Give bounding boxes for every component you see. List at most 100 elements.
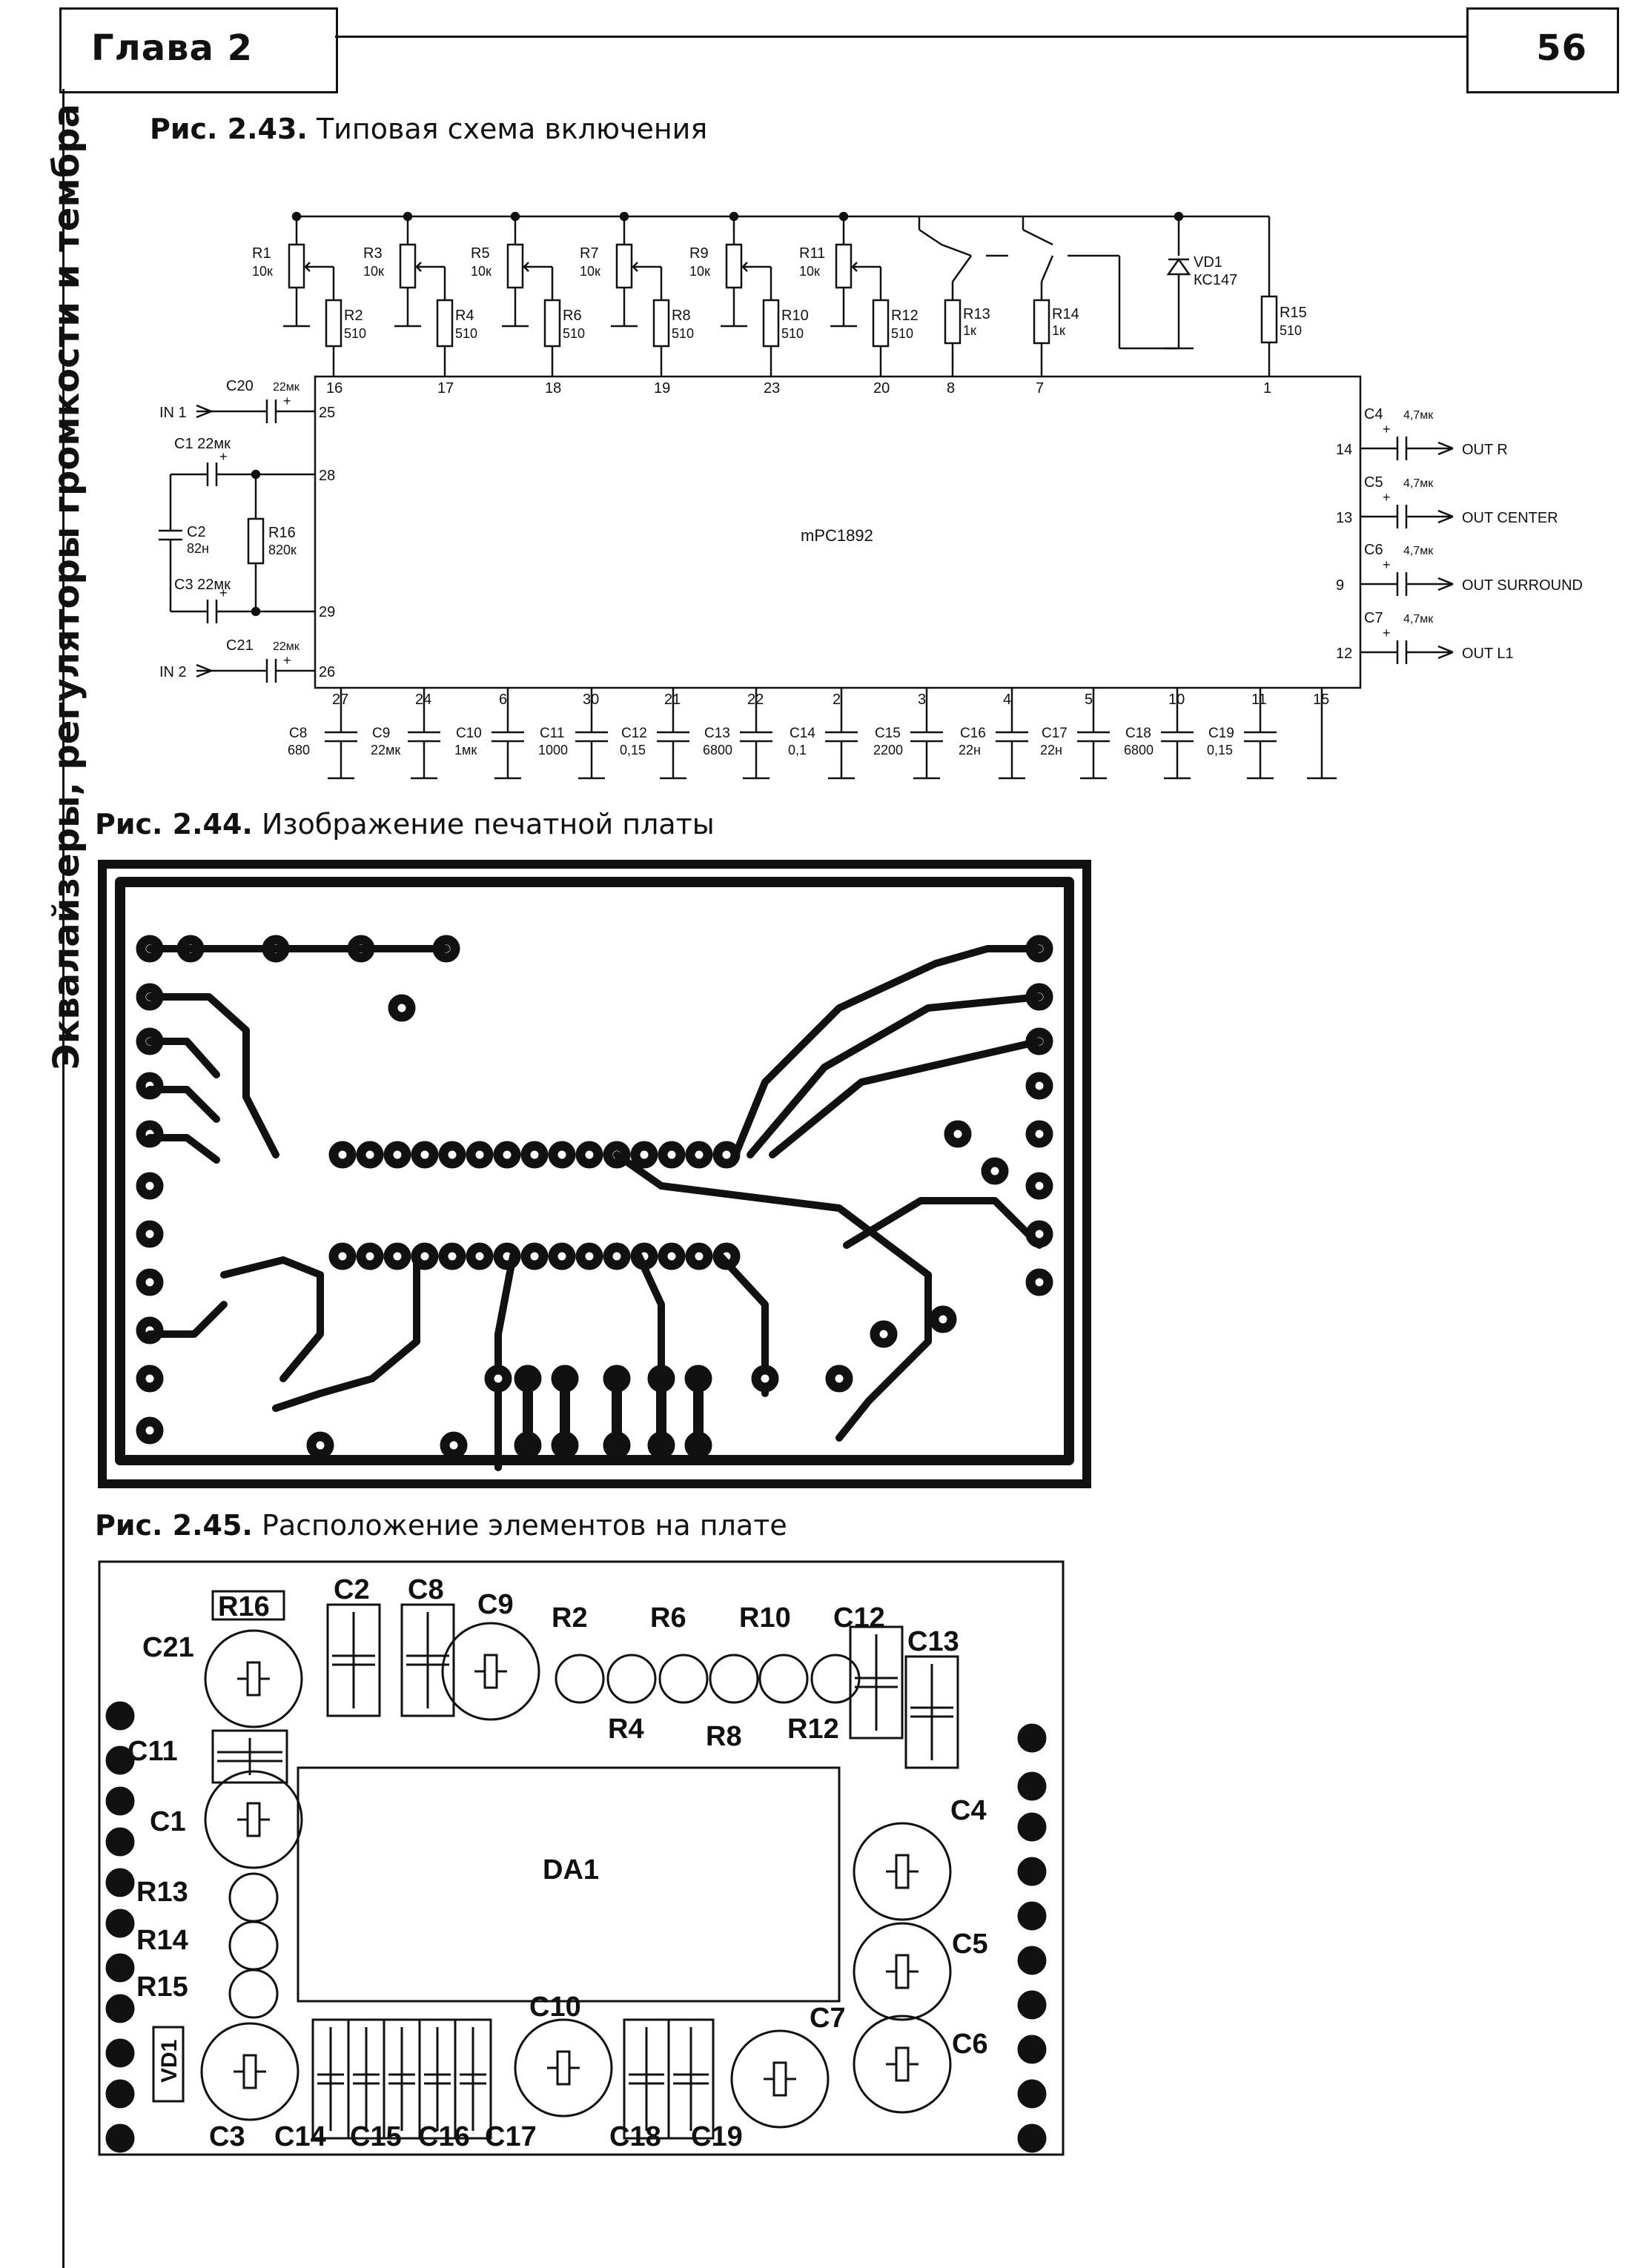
resistor-r13 xyxy=(944,299,962,345)
mounting-pad xyxy=(105,2123,135,2153)
resistor xyxy=(872,299,890,348)
c11 xyxy=(211,1729,288,1784)
mounting-pad xyxy=(1017,1901,1047,1931)
input-label: IN 1 xyxy=(159,405,187,421)
pot-wiper xyxy=(741,262,755,272)
wire xyxy=(1040,255,1054,282)
input-arrow xyxy=(196,663,212,678)
input-cap-label: C21 xyxy=(226,637,254,654)
pcb-hole xyxy=(502,1150,512,1160)
r15-label: R15 xyxy=(1280,305,1307,321)
bottom-cap-value: 6800 xyxy=(1124,743,1154,757)
pot-wiper xyxy=(304,262,317,272)
label-r15: R15 xyxy=(136,1972,188,2003)
bottom-cap-label: C9 xyxy=(372,726,390,741)
ic-pin-number: 25 xyxy=(319,405,335,421)
resistor xyxy=(436,299,454,348)
output-cap-value: 4,7мк xyxy=(1403,409,1434,422)
bottom-cap-value: 0,15 xyxy=(620,743,646,757)
resistor-label: R8 xyxy=(672,308,691,324)
pcb-trace xyxy=(146,1301,228,1338)
input-cap-label: C20 xyxy=(226,378,254,394)
pcb-trace xyxy=(146,1134,220,1164)
cap-block xyxy=(454,2018,492,2140)
pcb-hole xyxy=(420,1251,430,1261)
ic-pin-number: 29 xyxy=(319,604,335,620)
pcb-hole xyxy=(612,1251,622,1261)
ic-pin-number: 6 xyxy=(499,692,507,708)
pcb-hole xyxy=(529,1251,540,1261)
mounting-pad xyxy=(1017,1990,1047,2020)
resistor-pad xyxy=(228,1969,279,2019)
r15-value: 510 xyxy=(1280,323,1302,338)
bottom-cap-value: 1мк xyxy=(454,743,477,757)
wire xyxy=(1022,228,1053,246)
fig43-label: Рис. 2.43. xyxy=(150,113,308,145)
pcb-hole xyxy=(557,1251,567,1261)
output-arrow xyxy=(1437,645,1454,660)
resistor-label: R10 xyxy=(781,308,809,324)
mounting-pad xyxy=(105,2079,135,2109)
c2 xyxy=(326,1603,381,1717)
input-cap-value: 22мк xyxy=(273,640,300,653)
pot-value: 10к xyxy=(580,264,600,279)
pcb-trace xyxy=(146,1086,220,1123)
ic-pin-number: 5 xyxy=(1085,692,1093,708)
mounting-pad xyxy=(1017,1946,1047,1975)
c12 xyxy=(849,1625,904,1740)
mounting-pad xyxy=(1017,1723,1047,1753)
fig45-label: Рис. 2.45. xyxy=(95,1509,253,1542)
pcb-hole xyxy=(449,1440,459,1450)
resistor-r15 xyxy=(1260,295,1278,344)
mounting-pad xyxy=(105,1786,135,1816)
fig44-title: Изображение печатной платы xyxy=(261,808,715,840)
pot-label: R1 xyxy=(252,245,271,262)
label-c1: C1 xyxy=(150,1806,186,1837)
label-c17: C17 xyxy=(485,2121,537,2152)
pcb-trace xyxy=(747,993,1043,1158)
bottom-cap-value: 0,1 xyxy=(788,743,807,757)
bottom-cap-label: C8 xyxy=(289,726,307,741)
pcb-trace xyxy=(635,1253,665,1397)
vd1-label: VD1 xyxy=(1194,254,1222,271)
chip-label: DA1 xyxy=(543,1854,599,1886)
polarity-mark: + xyxy=(219,449,228,464)
label-c21: C21 xyxy=(142,1632,194,1663)
pcb-hole xyxy=(721,1150,732,1160)
ic-pin-number: 13 xyxy=(1336,510,1352,526)
polarity-mark: + xyxy=(1383,490,1391,505)
c2-label: C2 xyxy=(187,524,206,540)
label-c16: C16 xyxy=(418,2121,470,2152)
c5 xyxy=(853,1922,952,2021)
pcb-hole xyxy=(878,1329,889,1339)
label-c19: C19 xyxy=(691,2121,743,2152)
pot-value: 10к xyxy=(471,264,492,279)
pcb-trace xyxy=(272,1253,420,1412)
r16 xyxy=(211,1590,285,1621)
c3-label: C3 22мк xyxy=(174,577,231,593)
pcb-hole xyxy=(392,1150,403,1160)
label-vd1: VD1 xyxy=(157,2040,182,2083)
resistor-pad xyxy=(228,1872,279,1923)
output-label: OUT SURROUND xyxy=(1462,577,1583,594)
pcb-hole xyxy=(145,1229,155,1239)
fig43-caption: Рис. 2.43. Типовая схема включения xyxy=(150,113,707,145)
output-arrow xyxy=(1437,441,1454,456)
potentiometer xyxy=(399,243,417,289)
pcb-hole xyxy=(557,1150,567,1160)
pcb-hole xyxy=(474,1150,485,1160)
pot-value: 10к xyxy=(252,264,273,279)
c7 xyxy=(730,2029,830,2129)
resistor-value: 510 xyxy=(891,326,913,341)
mounting-pad xyxy=(105,1868,135,1897)
bottom-cap-value: 22н xyxy=(959,743,981,757)
pcb-outline xyxy=(98,860,1091,1488)
mounting-pad xyxy=(105,1953,135,1983)
potentiometer xyxy=(835,243,853,289)
output-cap-label: C4 xyxy=(1364,406,1383,422)
ic-pin-number: 2 xyxy=(833,692,841,708)
ic-pin-number: 11 xyxy=(1251,692,1267,708)
label-c6: C6 xyxy=(952,2029,988,2060)
c1-label: C1 22мк xyxy=(174,436,231,452)
resistor-pad xyxy=(709,1654,759,1704)
